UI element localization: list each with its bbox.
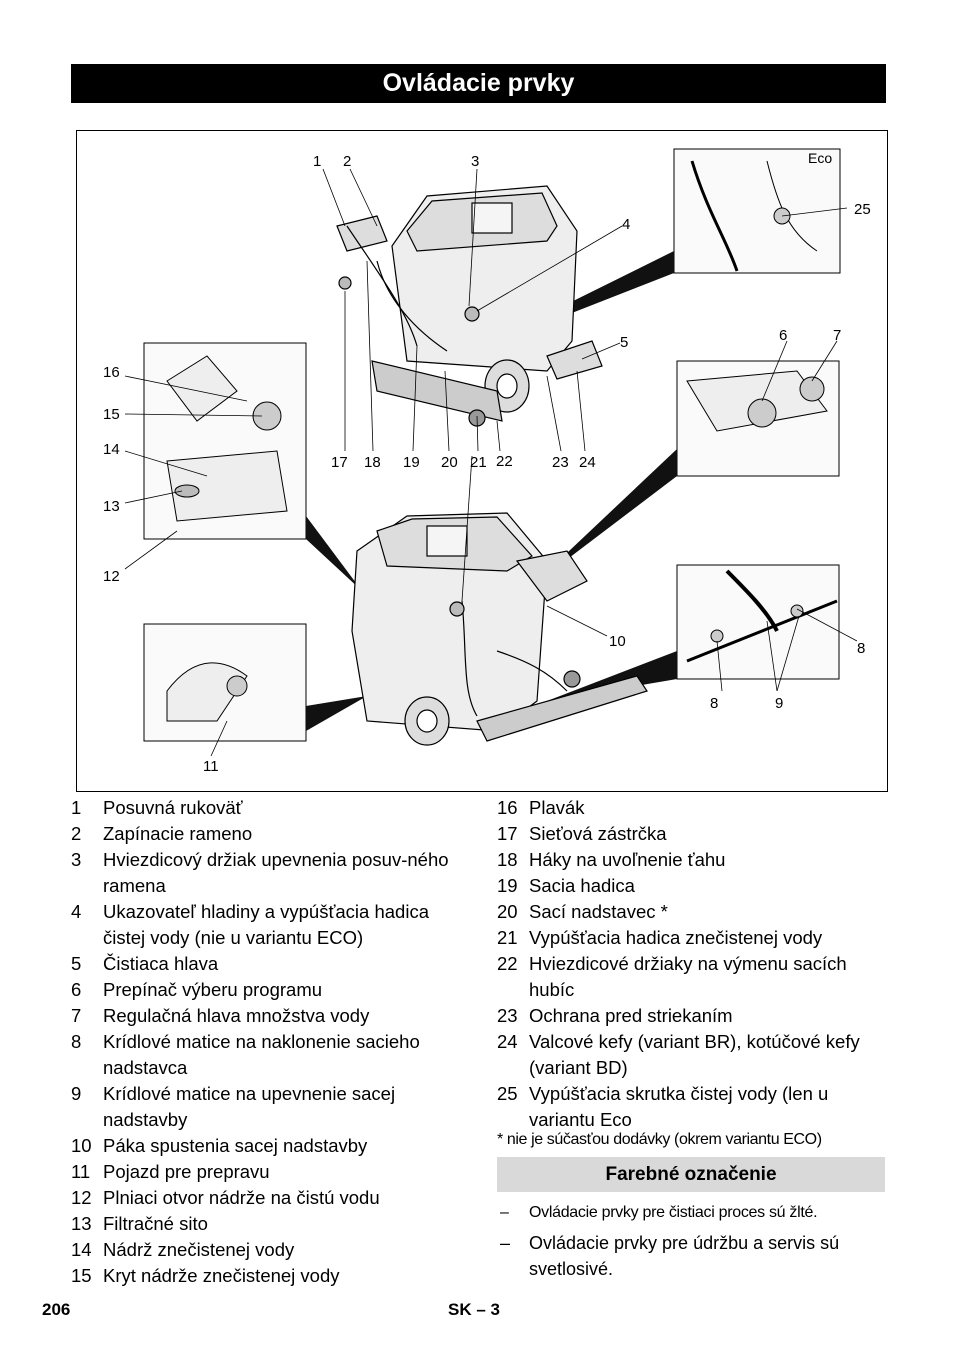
bullet-item: –Ovládacie prvky pre čistiaci proces sú … (500, 1204, 818, 1221)
callout-13: 13 (103, 498, 120, 515)
callout-21: 21 (470, 454, 487, 471)
eco-label: Eco (808, 150, 832, 166)
callout-4: 4 (622, 216, 630, 233)
callout-8b: 8 (710, 695, 718, 712)
callout-2: 2 (343, 153, 351, 170)
controls-illustration: 1 2 3 4 5 6 7 8 8 9 10 11 12 13 14 15 16… (76, 130, 888, 792)
callout-3: 3 (471, 153, 479, 170)
bullet-item: –Ovládacie prvky pre údržbu a servis sú … (500, 1233, 840, 1279)
callout-10: 10 (609, 633, 626, 650)
page-number: 206 (42, 1300, 71, 1319)
callout-22: 22 (496, 453, 513, 470)
callout-18: 18 (364, 454, 381, 471)
callout-16: 16 (103, 364, 120, 381)
section-heading: Farebné označenie (497, 1157, 885, 1192)
detail-eco-drain (673, 148, 841, 274)
callout-24: 24 (579, 454, 596, 471)
color-coding-list: –Ovládacie prvky pre čistiaci proces sú … (497, 1200, 887, 1286)
callout-20: 20 (441, 454, 458, 471)
callout-23: 23 (552, 454, 569, 471)
detail-wing-nuts (676, 564, 840, 680)
footnote: * nie je súčasťou dodávky (okrem variant… (497, 1131, 822, 1148)
callout-15: 15 (103, 406, 120, 423)
language-code: SK – 3 (448, 1300, 500, 1319)
callout-14: 14 (103, 441, 120, 458)
callout-12: 12 (103, 568, 120, 585)
callout-25: 25 (854, 201, 871, 218)
callout-8a: 8 (857, 640, 865, 657)
callout-9: 9 (775, 695, 783, 712)
callout-6: 6 (779, 327, 787, 344)
callout-19: 19 (403, 454, 420, 471)
callout-5: 5 (620, 334, 628, 351)
callout-1: 1 (313, 153, 321, 170)
callout-17: 17 (331, 454, 348, 471)
callout-11: 11 (203, 758, 219, 775)
callout-7: 7 (833, 327, 841, 344)
page-title: Ovládacie prvky (71, 64, 886, 103)
machine-drawing: 1 2 3 4 5 6 7 8 8 9 10 11 12 13 14 15 16… (103, 148, 871, 775)
